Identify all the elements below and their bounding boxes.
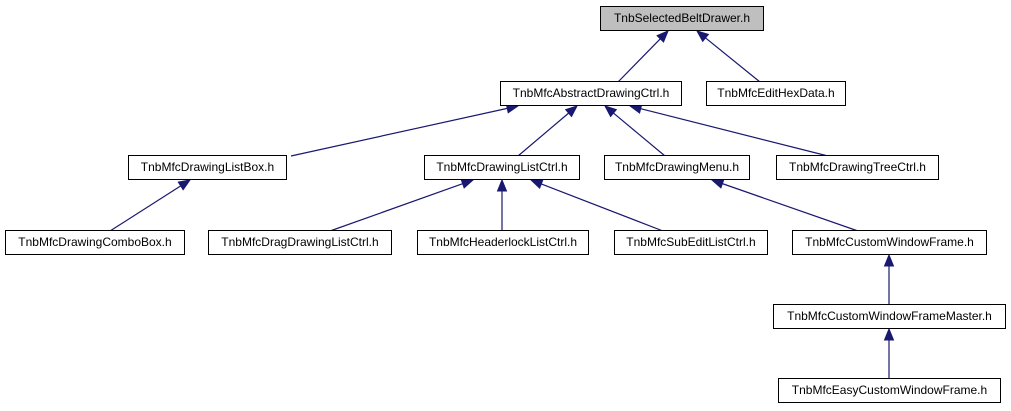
arrowhead-icon — [529, 179, 544, 190]
node-root-label: TnbSelectedBeltDrawer.h — [614, 11, 750, 25]
node-combobox-box — [5, 230, 185, 255]
arrowhead-icon — [710, 178, 725, 189]
node-framemaster[interactable]: TnbMfcCustomWindowFrameMaster.h — [773, 304, 1006, 329]
node-framemaster-box — [773, 304, 1006, 329]
node-easyframe-label: TnbMfcEasyCustomWindowFrame.h — [792, 383, 987, 397]
node-hexdata-box — [706, 81, 846, 106]
node-menu[interactable]: TnbMfcDrawingMenu.h — [604, 155, 750, 180]
node-listctrl-box — [424, 155, 580, 180]
node-listctrl-label: TnbMfcDrawingListCtrl.h — [436, 160, 567, 174]
edge-line — [109, 185, 182, 232]
node-subedit-box — [614, 230, 768, 255]
node-headerlock-label: TnbMfcHeaderlockListCtrl.h — [429, 235, 577, 249]
node-root-box — [600, 6, 764, 31]
edge-easyframe-to-framemaster — [883, 327, 895, 379]
edge-hexdata-to-root — [695, 30, 761, 83]
edge-draglist-to-listctrl — [329, 178, 475, 232]
edge-line — [617, 38, 661, 83]
edge-line — [640, 108, 829, 157]
node-combobox[interactable]: TnbMfcDrawingComboBox.h — [5, 230, 185, 255]
arrowhead-icon — [603, 105, 618, 118]
node-menu-label: TnbMfcDrawingMenu.h — [615, 160, 739, 174]
edges-layer — [109, 30, 895, 379]
arrowhead-icon — [883, 327, 895, 341]
node-easyframe[interactable]: TnbMfcEasyCustomWindowFrame.h — [778, 378, 1001, 403]
node-customframe[interactable]: TnbMfcCustomWindowFrame.h — [792, 230, 987, 255]
arrowhead-icon — [496, 178, 508, 192]
edge-customframe-to-menu — [710, 178, 859, 232]
node-treectrl-box — [776, 155, 939, 180]
node-subedit[interactable]: TnbMfcSubEditListCtrl.h — [614, 230, 768, 255]
edge-headerlock-to-listctrl — [496, 178, 508, 231]
edge-line — [329, 183, 463, 232]
edge-line — [722, 183, 859, 232]
node-draglist-box — [208, 230, 392, 255]
node-treectrl[interactable]: TnbMfcDrawingTreeCtrl.h — [776, 155, 939, 180]
node-menu-box — [604, 155, 750, 180]
arrowhead-icon — [656, 30, 669, 43]
edge-menu-to-abstract — [603, 105, 666, 157]
edge-line — [613, 112, 666, 157]
edge-subedit-to-listctrl — [529, 179, 664, 232]
node-treectrl-label: TnbMfcDrawingTreeCtrl.h — [789, 160, 926, 174]
edge-listctrl-to-abstract — [517, 105, 579, 157]
arrowhead-icon — [177, 179, 192, 191]
node-framemaster-label: TnbMfcCustomWindowFrameMaster.h — [787, 309, 992, 323]
node-listbox-box — [128, 155, 287, 180]
edge-line — [705, 37, 761, 83]
edge-line — [290, 107, 508, 157]
edge-framemaster-to-customframe — [883, 253, 895, 305]
arrowhead-icon — [564, 105, 579, 118]
node-abstract-label: TnbMfcAbstractDrawingCtrl.h — [513, 86, 670, 100]
node-listbox[interactable]: TnbMfcDrawingListBox.h — [128, 155, 287, 180]
node-root[interactable]: TnbSelectedBeltDrawer.h — [600, 6, 764, 31]
edge-line — [517, 112, 569, 157]
node-headerlock[interactable]: TnbMfcHeaderlockListCtrl.h — [417, 230, 589, 255]
edge-line — [541, 183, 664, 232]
node-subedit-label: TnbMfcSubEditListCtrl.h — [626, 235, 755, 249]
arrowhead-icon — [883, 253, 895, 267]
node-combobox-label: TnbMfcDrawingComboBox.h — [18, 235, 171, 249]
node-abstract-box — [500, 81, 682, 106]
node-listctrl[interactable]: TnbMfcDrawingListCtrl.h — [424, 155, 580, 180]
node-hexdata-label: TnbMfcEditHexData.h — [717, 86, 834, 100]
node-easyframe-box — [778, 378, 1001, 403]
node-draglist-label: TnbMfcDragDrawingListCtrl.h — [221, 235, 378, 249]
arrowhead-icon — [460, 178, 475, 189]
edge-treectrl-to-abstract — [628, 103, 829, 157]
node-customframe-box — [792, 230, 987, 255]
node-customframe-label: TnbMfcCustomWindowFrame.h — [805, 235, 974, 249]
edge-listbox-to-abstract — [290, 103, 520, 157]
node-listbox-label: TnbMfcDrawingListBox.h — [141, 160, 274, 174]
node-headerlock-box — [417, 230, 589, 255]
edge-combobox-to-listbox — [109, 179, 192, 232]
node-draglist[interactable]: TnbMfcDragDrawingListCtrl.h — [208, 230, 392, 255]
node-abstract[interactable]: TnbMfcAbstractDrawingCtrl.h — [500, 81, 682, 106]
node-hexdata[interactable]: TnbMfcEditHexData.h — [706, 81, 846, 106]
arrowhead-icon — [695, 30, 710, 43]
edge-abstract-to-root — [617, 30, 669, 83]
